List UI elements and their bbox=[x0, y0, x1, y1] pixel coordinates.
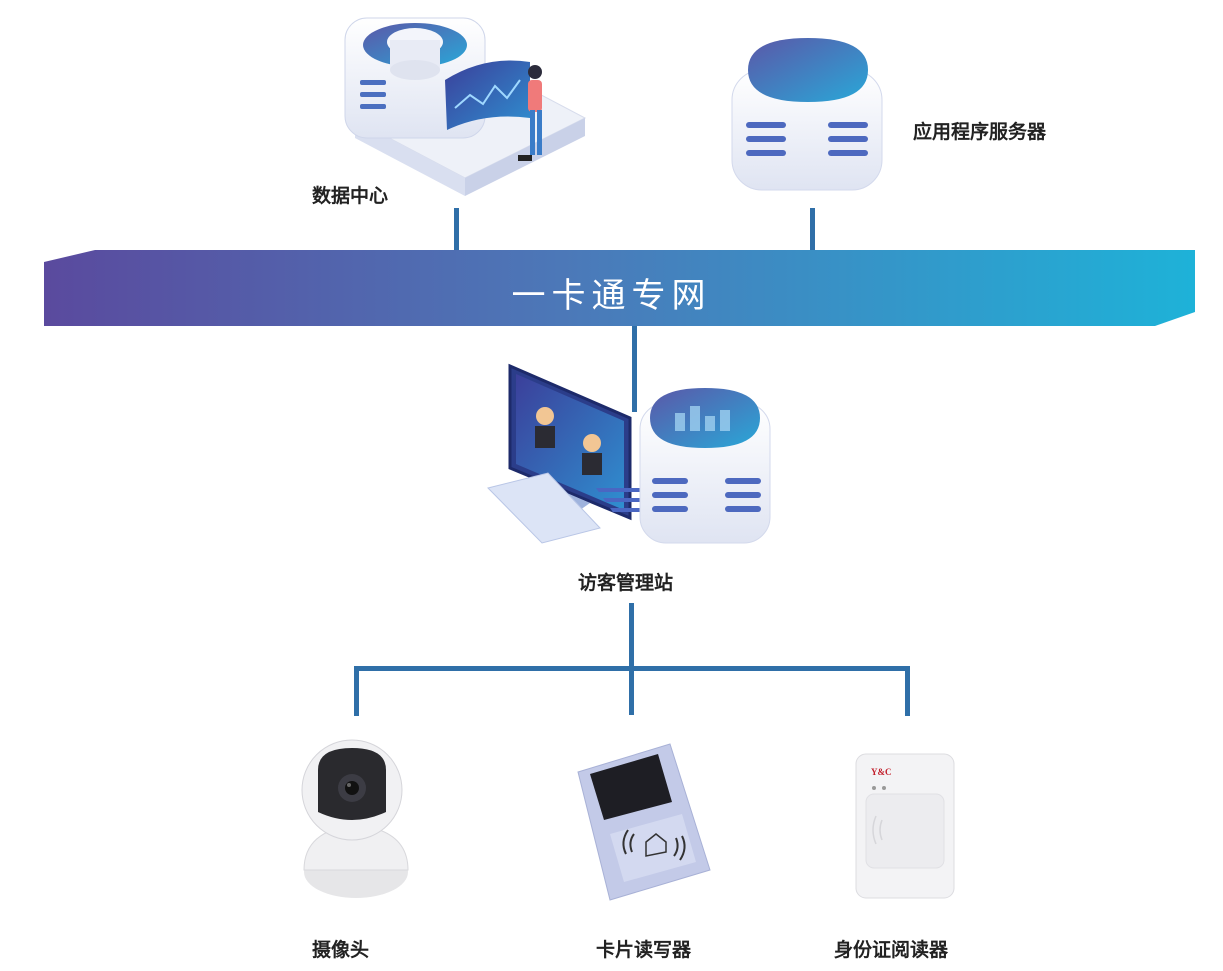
app-server-label: 应用程序服务器 bbox=[913, 121, 1047, 143]
visitor-station-illustration bbox=[487, 363, 771, 544]
connector-appserver bbox=[810, 208, 815, 250]
connector-id-reader bbox=[905, 666, 910, 716]
connector-network-to-station bbox=[632, 326, 637, 412]
id-reader-label: 身份证阅读器 bbox=[834, 939, 949, 961]
data-center-illustration bbox=[344, 17, 587, 196]
app-server-illustration bbox=[731, 38, 883, 191]
camera-illustration bbox=[301, 739, 409, 898]
id-reader-illustration bbox=[855, 753, 955, 899]
connector-datacenter bbox=[454, 208, 459, 250]
data-center-label: 数据中心 bbox=[312, 185, 389, 207]
camera-label: 摄像头 bbox=[312, 939, 370, 961]
card-reader-label: 卡片读写器 bbox=[596, 939, 692, 961]
card-reader-illustration bbox=[577, 743, 711, 901]
visitor-station-label: 访客管理站 bbox=[578, 572, 674, 594]
network-label: 一卡通专网 bbox=[511, 276, 712, 316]
id-reader-brand: Y&C bbox=[871, 767, 892, 777]
connector-camera bbox=[354, 666, 359, 716]
connector-station-down bbox=[629, 603, 634, 715]
connector-horizontal bbox=[354, 666, 910, 671]
